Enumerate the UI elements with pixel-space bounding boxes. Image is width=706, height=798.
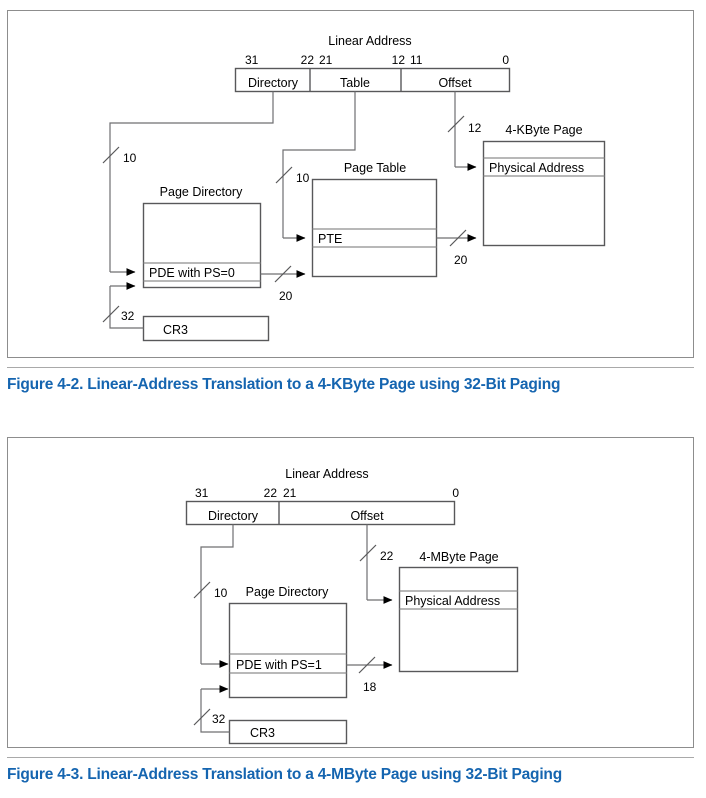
f1-struct-title-4kbyte-page: 4-KByte Page bbox=[505, 123, 582, 137]
f1-box-cr3 bbox=[142, 315, 270, 342]
f2-width-18: 18 bbox=[363, 680, 377, 694]
f2-field-directory: Directory bbox=[208, 509, 259, 523]
f2-box-4mbyte-page bbox=[398, 566, 519, 673]
f1-linear-address-title: Linear Address bbox=[328, 34, 411, 48]
f1-struct-title-page-table: Page Table bbox=[344, 161, 406, 175]
f2-slash-18 bbox=[358, 656, 376, 674]
f1-conn-cr3 bbox=[109, 286, 144, 329]
f1-width-12: 12 bbox=[468, 121, 482, 135]
f1-field-offset: Offset bbox=[438, 76, 472, 90]
f2-slash-22 bbox=[359, 544, 377, 562]
f1-width-20a: 20 bbox=[279, 289, 293, 303]
f1-field-directory: Directory bbox=[248, 76, 299, 90]
f1-slash-12 bbox=[447, 115, 465, 133]
f1-width-10b: 10 bbox=[296, 171, 310, 185]
f2-slash-10 bbox=[193, 581, 211, 599]
f1-bit-21: 21 bbox=[319, 53, 333, 67]
f1-struct-title-page-directory: Page Directory bbox=[160, 185, 243, 199]
f1-field-table: Table bbox=[340, 76, 370, 90]
f1-entry-cr3: CR3 bbox=[163, 323, 188, 337]
f1-box-page-directory bbox=[142, 202, 262, 289]
f2-conn-directory bbox=[200, 524, 234, 664]
f2-entry-cr3: CR3 bbox=[250, 726, 275, 740]
f2-box-page-directory bbox=[228, 602, 348, 699]
f2-entry-pde: PDE with PS=1 bbox=[236, 658, 322, 672]
f2-struct-title-4mbyte-page: 4-MByte Page bbox=[419, 550, 498, 564]
f1-conn-directory bbox=[109, 91, 274, 272]
f2-bit-0: 0 bbox=[452, 486, 459, 500]
f1-linear-address-bar bbox=[234, 67, 511, 93]
f2-struct-title-page-directory: Page Directory bbox=[246, 585, 329, 599]
f1-box-page-table bbox=[311, 178, 438, 278]
f1-width-32: 32 bbox=[121, 309, 135, 323]
f1-bit-31: 31 bbox=[245, 53, 259, 67]
f1-entry-physical-address: Physical Address bbox=[489, 161, 584, 175]
figure-4-3-frame bbox=[7, 437, 694, 748]
f1-box-4kbyte-page bbox=[482, 140, 606, 247]
f2-slash-32 bbox=[193, 708, 211, 726]
figure-4-3-caption: Figure 4-3. Linear-Address Translation t… bbox=[7, 757, 694, 784]
f1-width-10a: 10 bbox=[123, 151, 137, 165]
f2-linear-address-bar bbox=[185, 500, 456, 526]
f1-slash-20a bbox=[274, 265, 292, 283]
f1-bit-12: 12 bbox=[392, 53, 406, 67]
f1-width-20b: 20 bbox=[454, 253, 468, 267]
f2-field-offset: Offset bbox=[350, 509, 384, 523]
f2-width-32: 32 bbox=[212, 712, 226, 726]
figure-4-2-diagram: Linear Address 31 22 21 12 11 0 Director… bbox=[102, 34, 606, 342]
f2-entry-physical-address: Physical Address bbox=[405, 594, 500, 608]
f1-bit-22: 22 bbox=[301, 53, 315, 67]
figure-4-3-diagram: Linear Address 31 22 21 0 Directory Offs… bbox=[185, 467, 519, 745]
f2-width-22: 22 bbox=[380, 549, 394, 563]
figure-4-2-caption: Figure 4-2. Linear-Address Translation t… bbox=[7, 367, 694, 394]
f1-bit-0: 0 bbox=[502, 53, 509, 67]
f2-box-cr3 bbox=[228, 719, 348, 745]
f1-bit-11: 11 bbox=[410, 53, 423, 67]
f2-conn-cr3 bbox=[200, 689, 230, 733]
f1-slash-10b bbox=[275, 166, 293, 184]
f1-entry-pte: PTE bbox=[318, 232, 342, 246]
f2-linear-address-title: Linear Address bbox=[285, 467, 368, 481]
f1-slash-10a bbox=[102, 146, 120, 164]
f2-bit-21: 21 bbox=[283, 486, 297, 500]
f2-bit-22: 22 bbox=[264, 486, 278, 500]
f2-width-10: 10 bbox=[214, 586, 228, 600]
f1-entry-pde: PDE with PS=0 bbox=[149, 266, 235, 280]
f1-slash-32 bbox=[102, 305, 120, 323]
f2-bit-31: 31 bbox=[195, 486, 209, 500]
f1-conn-table bbox=[282, 91, 356, 238]
f1-slash-20b bbox=[449, 229, 467, 247]
